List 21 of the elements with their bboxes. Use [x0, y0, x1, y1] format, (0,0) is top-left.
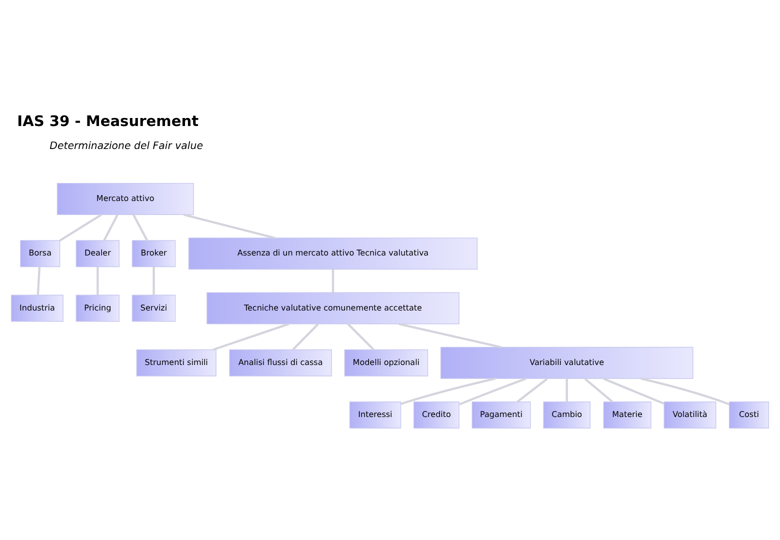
connector — [96, 266, 99, 295]
connector — [398, 322, 502, 348]
connector — [347, 323, 374, 350]
connector — [516, 378, 548, 403]
connector — [292, 323, 319, 350]
connector — [400, 377, 496, 405]
connector — [59, 214, 102, 242]
connector — [36, 266, 41, 296]
diagram-title: IAS 39 - Measurement — [17, 112, 199, 130]
label: Determinazione del Fair value — [50, 140, 203, 152]
connector — [332, 269, 334, 293]
connector — [566, 378, 568, 402]
connector — [603, 378, 664, 405]
connector — [584, 378, 614, 403]
connector — [152, 266, 155, 295]
connector — [458, 378, 526, 406]
connector — [212, 322, 290, 351]
connector — [640, 378, 730, 406]
connector — [103, 214, 118, 241]
connector — [183, 214, 275, 239]
connector — [132, 214, 148, 241]
